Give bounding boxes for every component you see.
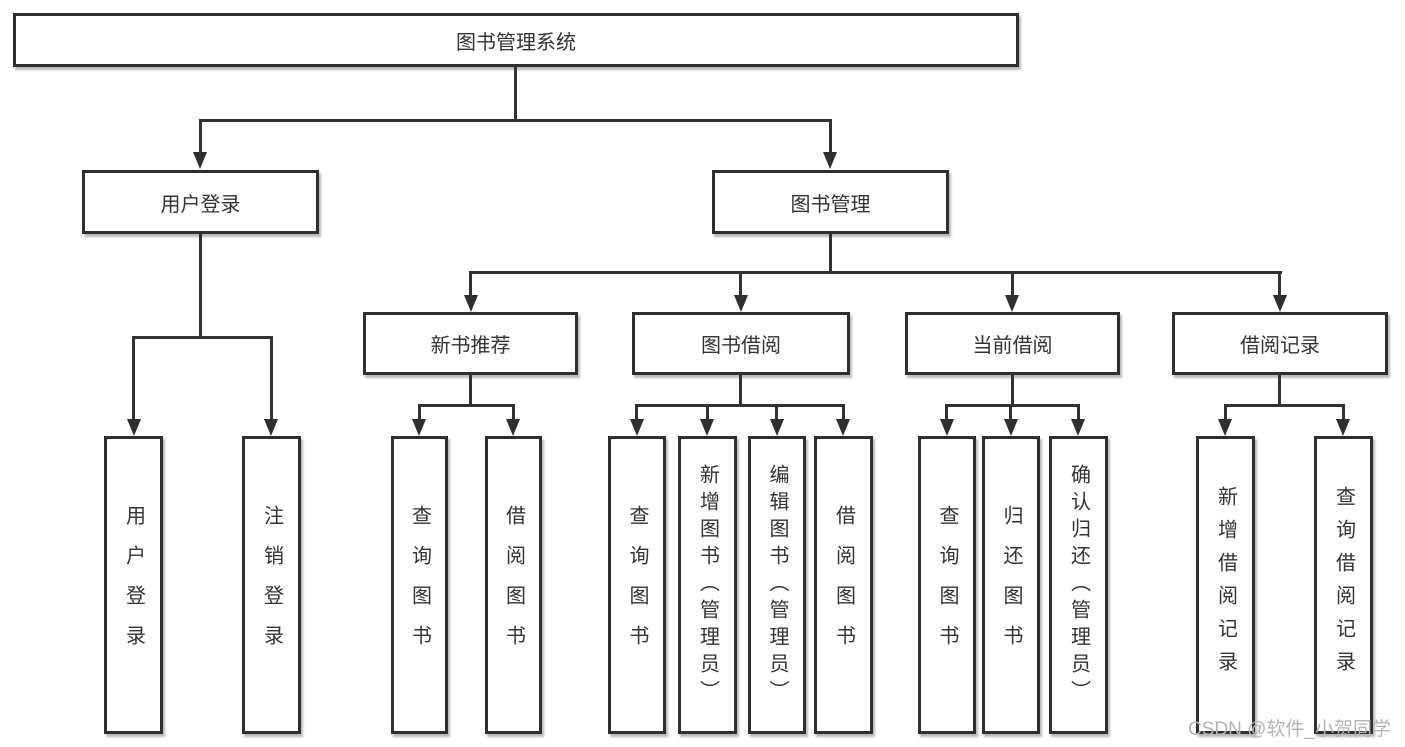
arrowhead-down xyxy=(412,419,426,436)
node-book-borrowing-label: 图书借阅 xyxy=(701,335,781,357)
connector-vline xyxy=(1011,271,1014,296)
arrowhead-down xyxy=(1071,419,1085,436)
arrowhead-down xyxy=(506,419,520,436)
leaf-query-books-current-label: 查询图书 xyxy=(936,505,958,665)
connector-vline xyxy=(512,404,515,420)
node-user-login: 用户登录 xyxy=(82,170,319,234)
leaf-query-books-recommend: 查询图书 xyxy=(391,436,448,734)
leaf-query-books-borrowing-label: 查询图书 xyxy=(626,505,648,665)
leaf-add-books-admin-label: 新增图书（管理员） xyxy=(696,463,719,707)
node-user-login-label: 用户登录 xyxy=(160,193,241,216)
arrowhead-down xyxy=(1336,419,1350,436)
leaf-user-login: 用户登录 xyxy=(104,436,163,734)
node-current-borrowing-label: 当前借阅 xyxy=(972,335,1053,357)
connector-hline xyxy=(469,271,1282,274)
leaf-user-login-label: 用户登录 xyxy=(122,505,145,665)
connector-vline xyxy=(829,234,832,274)
connector-vline xyxy=(706,404,709,420)
leaf-add-borrow-record: 新增借阅记录 xyxy=(1196,436,1255,734)
connector-hline xyxy=(418,404,515,407)
connector-hline xyxy=(199,119,832,122)
arrowhead-down xyxy=(1273,295,1287,312)
connector-vline xyxy=(199,234,202,338)
leaf-borrow-books-recommend: 借阅图书 xyxy=(485,436,542,734)
connector-vline xyxy=(469,271,472,296)
leaf-query-borrow-record-label: 查询借阅记录 xyxy=(1332,486,1355,684)
connector-vline xyxy=(945,404,948,420)
node-book-management: 图书管理 xyxy=(712,170,949,234)
arrowhead-down xyxy=(1004,419,1018,436)
arrowhead-down xyxy=(193,152,207,169)
leaf-confirm-return-admin-label: 确认归还（管理员） xyxy=(1067,463,1090,707)
leaf-logout-label: 注销登录 xyxy=(260,505,283,665)
node-new-book-recommend: 新书推荐 xyxy=(363,312,578,375)
connector-vline xyxy=(1342,404,1345,420)
arrowhead-down xyxy=(264,419,278,436)
arrowhead-down xyxy=(734,295,748,312)
connector-vline xyxy=(739,271,742,296)
arrowhead-down xyxy=(823,152,837,169)
connector-vline xyxy=(829,119,832,153)
node-library-system: 图书管理系统 xyxy=(13,13,1019,67)
arrowhead-down xyxy=(940,419,954,436)
connector-vline xyxy=(270,336,273,420)
leaf-edit-books-admin: 编辑图书（管理员） xyxy=(748,436,806,734)
connector-vline xyxy=(199,119,202,153)
connector-vline xyxy=(514,67,517,119)
csdn-watermark: CSDN @软件_小贺同学 xyxy=(1188,719,1391,740)
connector-vline xyxy=(1077,404,1080,420)
connector-vline xyxy=(1278,375,1281,406)
leaf-logout: 注销登录 xyxy=(242,436,301,734)
connector-vline xyxy=(1009,404,1012,420)
leaf-confirm-return-admin: 确认归还（管理员） xyxy=(1049,436,1108,734)
connector-vline xyxy=(469,375,472,406)
leaf-edit-books-admin-label: 编辑图书（管理员） xyxy=(766,463,788,707)
connector-vline xyxy=(1224,404,1227,420)
leaf-return-books: 归还图书 xyxy=(982,436,1040,734)
connector-vline xyxy=(739,375,742,406)
leaf-borrow-books: 借阅图书 xyxy=(814,436,873,734)
node-library-system-label: 图书管理系统 xyxy=(456,31,576,54)
node-new-book-recommend-label: 新书推荐 xyxy=(430,335,511,357)
node-borrow-records-label: 借阅记录 xyxy=(1240,335,1320,357)
arrowhead-down xyxy=(770,419,784,436)
connector-hline xyxy=(635,404,845,407)
arrowhead-down xyxy=(464,295,478,312)
connector-hline xyxy=(132,336,273,339)
connector-hline xyxy=(1224,404,1345,407)
node-current-borrowing: 当前借阅 xyxy=(905,312,1120,375)
leaf-return-books-label: 归还图书 xyxy=(1000,505,1022,665)
connector-vline xyxy=(418,404,421,420)
arrowhead-down xyxy=(630,419,644,436)
arrowhead-down xyxy=(836,419,850,436)
connector-vline xyxy=(842,404,845,420)
node-book-management-label: 图书管理 xyxy=(790,193,871,216)
leaf-query-books-recommend-label: 查询图书 xyxy=(408,505,431,665)
arrowhead-down xyxy=(700,419,714,436)
node-book-borrowing: 图书借阅 xyxy=(632,312,850,375)
leaf-query-books-current: 查询图书 xyxy=(918,436,976,734)
leaf-add-borrow-record-label: 新增借阅记录 xyxy=(1214,486,1237,684)
connector-vline xyxy=(1278,271,1281,296)
arrowhead-down xyxy=(1218,419,1232,436)
arrowhead-down xyxy=(1005,295,1019,312)
leaf-query-borrow-record: 查询借阅记录 xyxy=(1314,436,1373,734)
leaf-borrow-books-label: 借阅图书 xyxy=(832,505,855,665)
connector-vline xyxy=(635,404,638,420)
connector-vline xyxy=(775,404,778,420)
arrowhead-down xyxy=(127,419,141,436)
connector-hline xyxy=(945,404,1080,407)
connector-vline xyxy=(132,336,135,420)
leaf-query-books-borrowing: 查询图书 xyxy=(608,436,666,734)
leaf-add-books-admin: 新增图书（管理员） xyxy=(678,436,737,734)
connector-vline xyxy=(1011,375,1014,406)
leaf-borrow-books-recommend-label: 借阅图书 xyxy=(502,505,525,665)
node-borrow-records: 借阅记录 xyxy=(1172,312,1388,375)
